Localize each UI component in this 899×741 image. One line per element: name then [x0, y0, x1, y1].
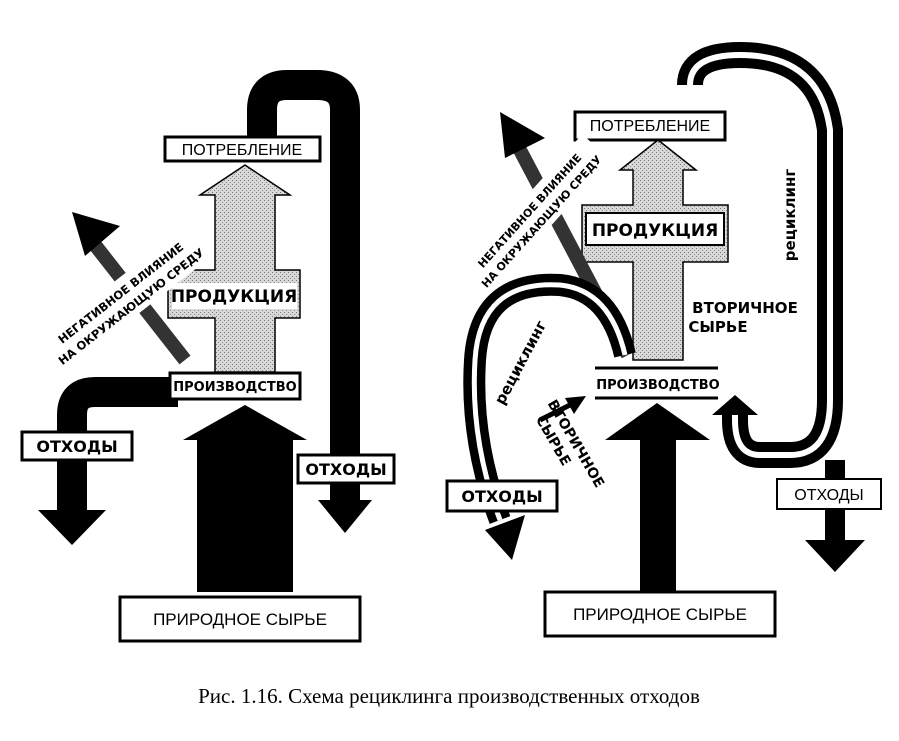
left-waste-label-left: ОТХОДЫ [36, 437, 117, 456]
right-waste-box-right [776, 478, 882, 510]
left-products-arrow [167, 164, 301, 373]
left-recycling-label-curved: рециклинг [491, 317, 550, 407]
left-waste-box-left [20, 430, 134, 462]
left-production-box [168, 371, 302, 401]
right-products-box [585, 212, 725, 246]
right-products-arrow [581, 139, 729, 361]
right-raw-to-production-arrow [605, 403, 710, 592]
left-production-label: ПРОИЗВОДСТВО [173, 380, 296, 395]
left-raw-to-production-arrow [183, 405, 307, 592]
right-consumption-box [573, 110, 727, 142]
right-consumption-label: ПОТРЕБЛЕНИЕ [590, 118, 710, 135]
right-secondary-top-line2: СЫРЬЕ [688, 318, 747, 336]
left-products-label: ПРОДУКЦИЯ [171, 287, 297, 307]
left-raw-box [118, 595, 362, 643]
right-diagram: ПОТРЕБЛЕНИЕ ПРОДУКЦИЯ ВТОРИЧНОЕ СЫРЬЕ ПР… [445, 41, 882, 638]
left-consumption-waste-loop [247, 70, 372, 533]
right-waste-down-arrow [805, 460, 865, 572]
left-products-box [172, 283, 297, 309]
right-production-box [595, 372, 723, 396]
left-waste-label-right: ОТХОДЫ [305, 460, 386, 479]
left-waste-box-right [296, 453, 396, 485]
left-consumption-label: ПОТРЕБЛЕНИЕ [182, 142, 302, 159]
secondary-raw-small-arrow [538, 396, 586, 423]
right-raw-label: ПРИРОДНОЕ СЫРЬЕ [573, 605, 747, 624]
right-recycling-label-vertical: рециклинг [781, 169, 799, 262]
right-waste-box-left [445, 479, 559, 513]
right-production-label: ПРОИЗВОДСТВО [596, 378, 719, 393]
right-raw-box [543, 590, 777, 638]
figure-caption: Рис. 1.16. Схема рециклинга производстве… [198, 684, 700, 708]
left-raw-label: ПРИРОДНОЕ СЫРЬЕ [153, 610, 327, 629]
right-waste-label-left: ОТХОДЫ [461, 487, 542, 506]
right-recycling-loop [677, 41, 843, 468]
left-production-waste-arrow [38, 377, 178, 545]
left-diagram: ПОТРЕБЛЕНИЕ ПРОДУКЦИЯ ПРОИЗВОДСТВО ОТХОД… [20, 70, 396, 643]
left-recycling-loop [463, 273, 636, 560]
right-waste-label-right: ОТХОДЫ [794, 487, 863, 504]
right-secondary-top-line1: ВТОРИЧНОЕ [692, 299, 798, 317]
right-products-label: ПРОДУКЦИЯ [592, 221, 718, 241]
left-consumption-box [163, 135, 322, 163]
